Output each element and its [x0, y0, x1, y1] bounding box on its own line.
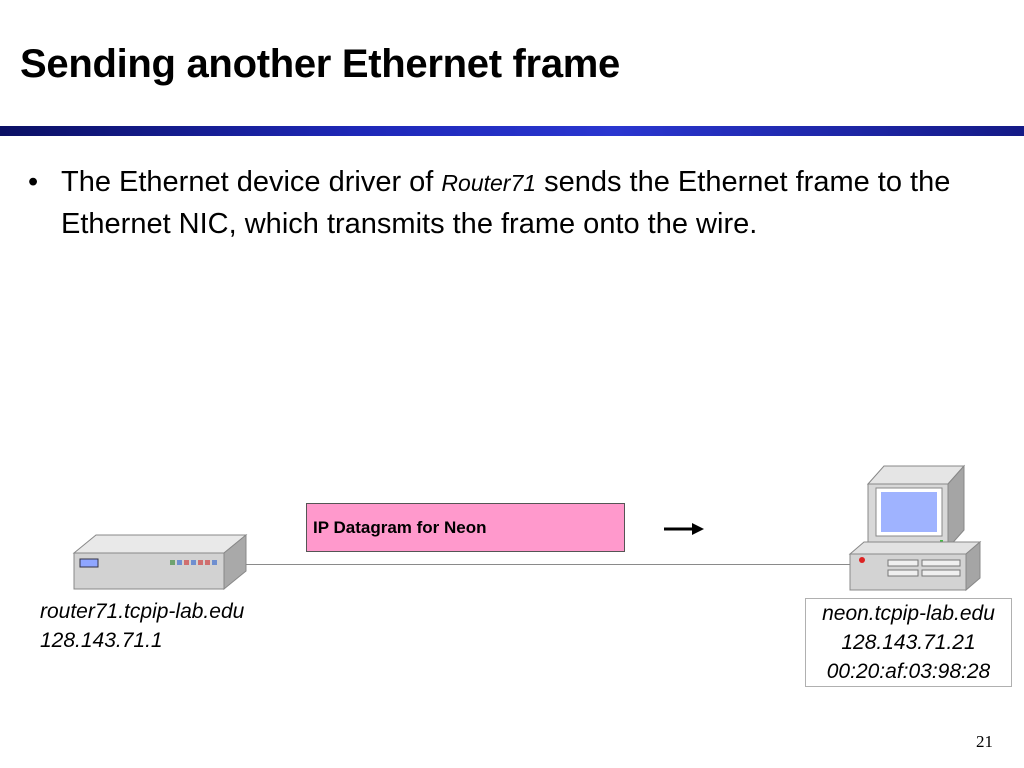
packet-label: IP Datagram for Neon: [313, 518, 487, 537]
router-hostname: router71.tcpip-lab.edu: [40, 600, 245, 623]
ip-datagram-packet: IP Datagram for Neon: [306, 503, 625, 552]
title-underline-bar: [0, 126, 1024, 136]
host-hostname: neon.tcpip-lab.edu: [822, 602, 995, 625]
router-label: router71.tcpip-lab.edu 128.143.71.1: [40, 597, 244, 655]
router-ip: 128.143.71.1: [40, 629, 163, 652]
slide-title: Sending another Ethernet frame: [20, 42, 620, 86]
host-ip: 128.143.71.21: [841, 631, 976, 654]
host-mac: 00:20:af:03:98:28: [826, 660, 991, 683]
bullet-text-before: The Ethernet device driver of: [61, 166, 442, 198]
page-number: 21: [976, 732, 993, 751]
host-label: neon.tcpip-lab.edu 128.143.71.21 00:20:a…: [805, 598, 1012, 687]
router-icon: [72, 533, 248, 591]
ethernet-wire: [246, 564, 850, 565]
bullet-marker: •: [28, 166, 39, 198]
bullet-text: The Ethernet device driver of Router71 s…: [61, 162, 1001, 245]
bullet-emphasis: Router71: [441, 170, 537, 196]
arrow-right-icon: [664, 523, 704, 535]
desktop-computer-icon: [848, 464, 982, 592]
bullet-text-after: sends the Ethernet frame to the Ethernet…: [61, 166, 951, 240]
